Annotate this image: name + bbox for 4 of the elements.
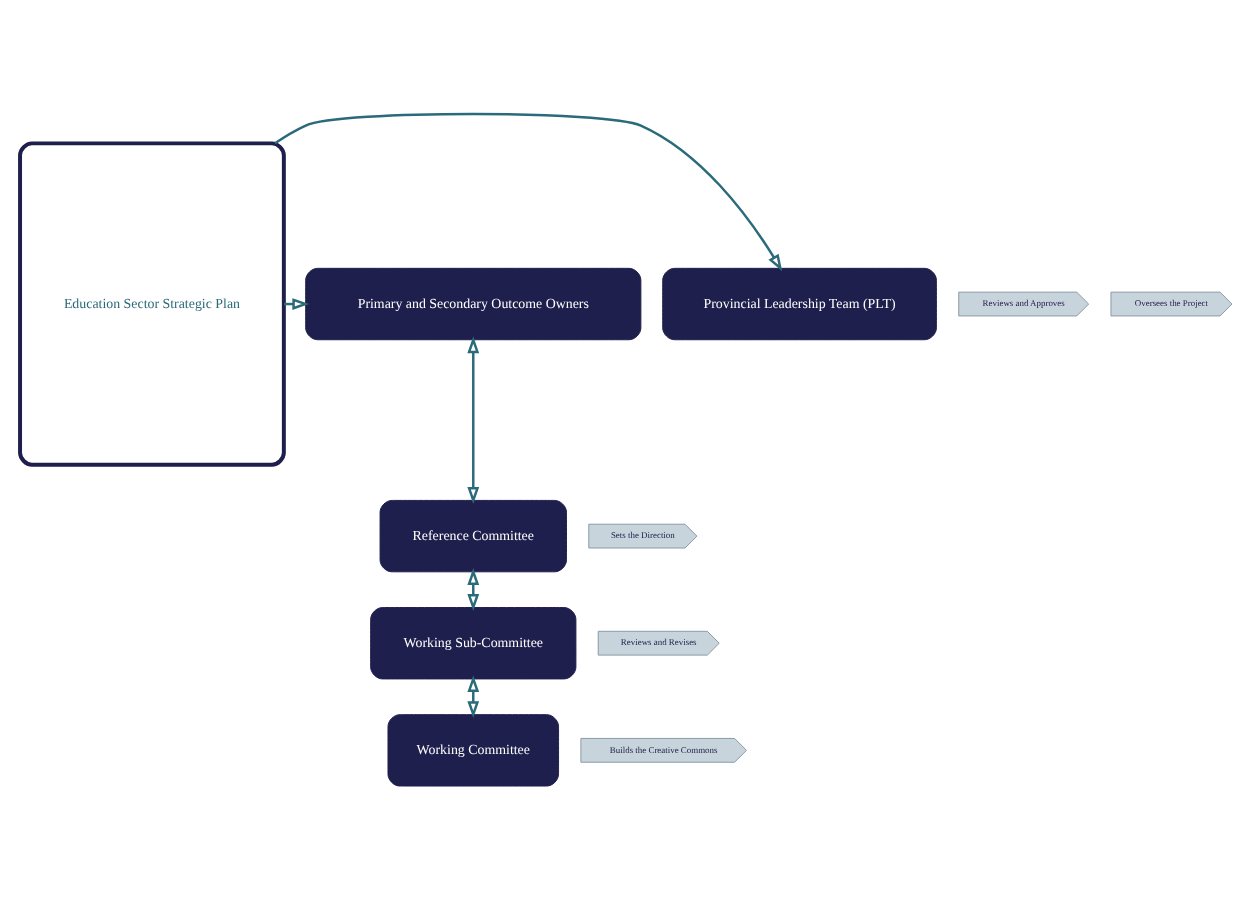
arrow xyxy=(467,674,480,718)
arrow xyxy=(467,335,480,503)
arrow xyxy=(274,111,783,271)
arrow xyxy=(467,567,480,610)
